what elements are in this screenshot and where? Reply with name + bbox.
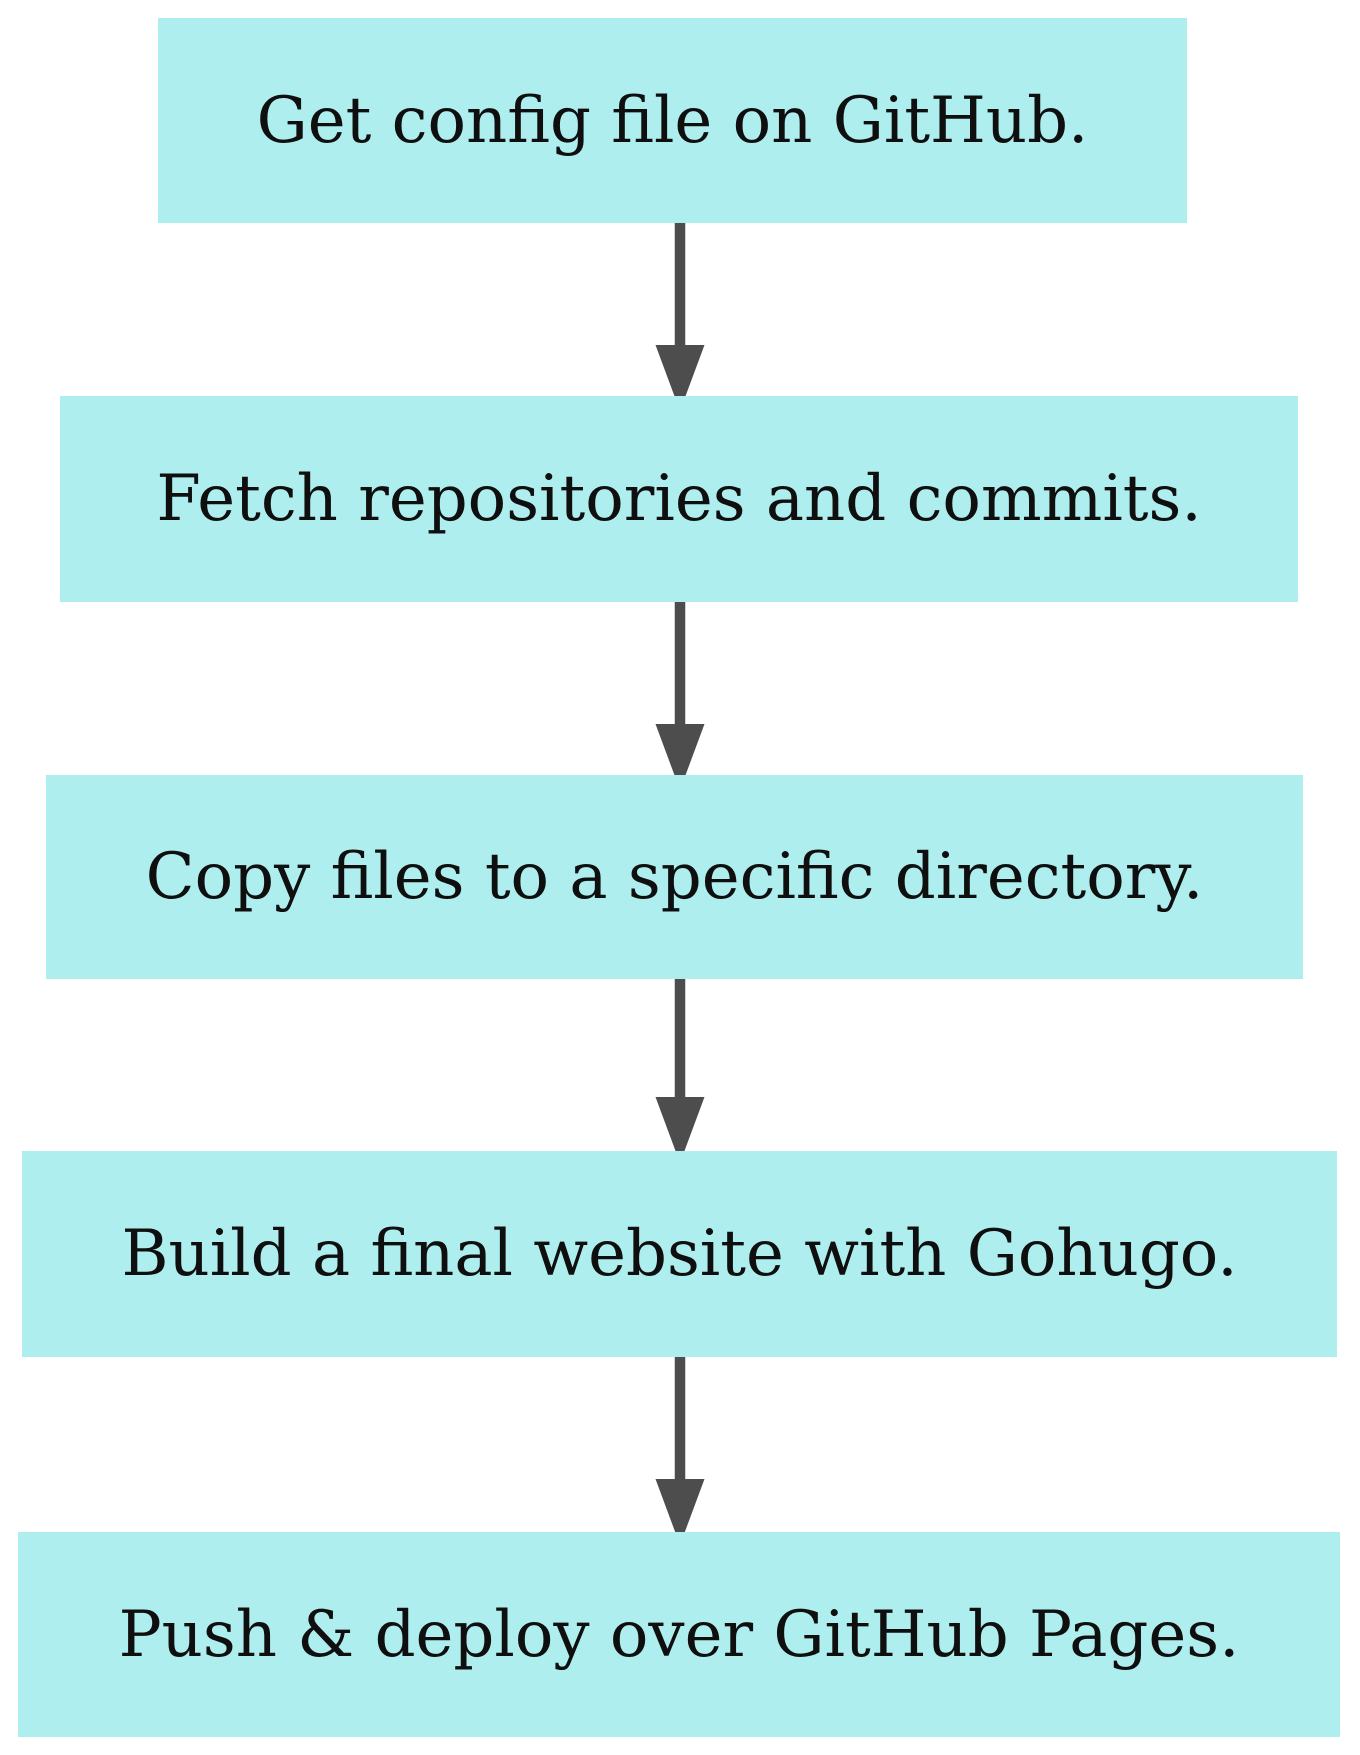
arrow-down-icon [655,602,705,790]
node-label: Push & deploy over GitHub Pages. [118,1597,1240,1672]
node-fetch-repositories: Fetch repositories and commits. [60,396,1298,602]
arrow-down-icon [655,979,705,1163]
flow-arrow-4 [650,1357,710,1545]
node-label: Fetch repositories and commits. [156,462,1202,536]
node-label: Get config file on GitHub. [256,83,1089,158]
flow-arrow-1 [650,223,710,411]
node-build-website: Build a final website with Gohugo. [22,1151,1337,1357]
node-push-deploy: Push & deploy over GitHub Pages. [18,1532,1340,1737]
flow-arrow-2 [650,602,710,790]
node-label: Build a final website with Gohugo. [121,1217,1238,1291]
node-label: Copy files to a specific directory. [145,840,1204,914]
arrow-down-icon [655,223,705,411]
flow-arrow-3 [650,979,710,1163]
node-copy-files: Copy files to a specific directory. [46,775,1303,979]
arrow-down-icon [655,1357,705,1545]
node-get-config-file: Get config file on GitHub. [158,18,1187,223]
